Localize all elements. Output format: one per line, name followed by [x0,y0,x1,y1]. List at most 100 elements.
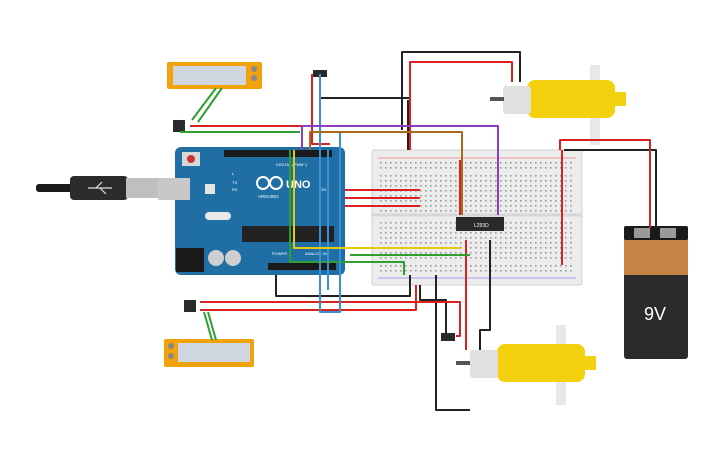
breadboard-hole [510,227,512,229]
breadboard-hole [535,195,537,197]
breadboard-hole [385,210,387,212]
breadboard-hole [540,222,542,224]
breadboard-hole [460,247,462,249]
breadboard-hole [490,185,492,187]
breadboard-hole [570,227,572,229]
breadboard-hole [415,232,417,234]
breadboard-hole [570,205,572,207]
breadboard-hole [560,265,562,267]
breadboard-hole [430,270,432,272]
breadboard-hole [540,190,542,192]
slide-switch-top [313,70,327,77]
breadboard-hole [415,252,417,254]
breadboard-hole [445,210,447,212]
breadboard-hole [530,257,532,259]
breadboard-hole [380,270,382,272]
breadboard-hole [480,210,482,212]
analog-label: ANALOG IN [305,251,327,256]
breadboard-hole [525,265,527,267]
breadboard-hole [485,237,487,239]
breadboard-hole [520,200,522,202]
breadboard-hole [440,227,442,229]
breadboard-hole [470,257,472,259]
breadboard-hole [480,270,482,272]
breadboard-hole [450,175,452,177]
breadboard-hole [560,195,562,197]
breadboard-hole [450,185,452,187]
breadboard-hole [380,237,382,239]
breadboard-hole [455,175,457,177]
breadboard-hole [420,265,422,267]
breadboard-hole [500,247,502,249]
breadboard-hole [430,175,432,177]
breadboard-hole [530,227,532,229]
breadboard-hole [570,232,572,234]
breadboard-hole [445,232,447,234]
breadboard-hole [500,252,502,254]
breadboard-hole [560,232,562,234]
breadboard-hole [400,195,402,197]
breadboard-hole [525,237,527,239]
breadboard-hole [515,270,517,272]
breadboard-hole [545,257,547,259]
breadboard-hole [480,252,482,254]
breadboard-hole [470,247,472,249]
breadboard-hole [475,237,477,239]
breadboard-hole [485,195,487,197]
breadboard-hole [410,257,412,259]
breadboard-hole [560,227,562,229]
breadboard-hole [570,252,572,254]
breadboard-hole [510,247,512,249]
breadboard-hole [550,247,552,249]
breadboard-hole [455,200,457,202]
breadboard-hole [565,270,567,272]
breadboard-hole [425,195,427,197]
breadboard-hole [550,237,552,239]
breadboard-hole [420,180,422,182]
breadboard-hole [410,222,412,224]
breadboard-hole [405,200,407,202]
breadboard-hole [525,257,527,259]
breadboard-hole [475,190,477,192]
breadboard-hole [425,167,427,169]
breadboard-hole [475,210,477,212]
usb-icon [88,181,112,195]
breadboard-hole [570,162,572,164]
breadboard-hole [500,232,502,234]
breadboard-hole [430,205,432,207]
breadboard-hole [500,175,502,177]
breadboard-hole [465,200,467,202]
breadboard-hole [530,247,532,249]
breadboard-hole [445,222,447,224]
breadboard-hole [425,185,427,187]
breadboard-hole [475,265,477,267]
breadboard-hole [495,180,497,182]
breadboard-hole [450,180,452,182]
breadboard-hole [555,167,557,169]
breadboard-hole [425,222,427,224]
breadboard-hole [425,190,427,192]
breadboard-hole [515,242,517,244]
breadboard-hole [410,242,412,244]
breadboard-hole [540,180,542,182]
breadboard-hole [435,190,437,192]
breadboard-hole [440,232,442,234]
breadboard-hole [505,270,507,272]
breadboard-hole [475,257,477,259]
breadboard-hole [560,237,562,239]
breadboard-hole [560,242,562,244]
breadboard-hole [380,252,382,254]
breadboard-hole [410,227,412,229]
breadboard-hole [510,180,512,182]
breadboard-hole [415,242,417,244]
breadboard-hole [490,200,492,202]
breadboard-hole [455,167,457,169]
breadboard-hole [545,162,547,164]
breadboard-hole [545,270,547,272]
breadboard-hole [565,162,567,164]
breadboard-hole [525,175,527,177]
breadboard-hole [510,242,512,244]
breadboard-hole [410,237,412,239]
breadboard-hole [550,162,552,164]
